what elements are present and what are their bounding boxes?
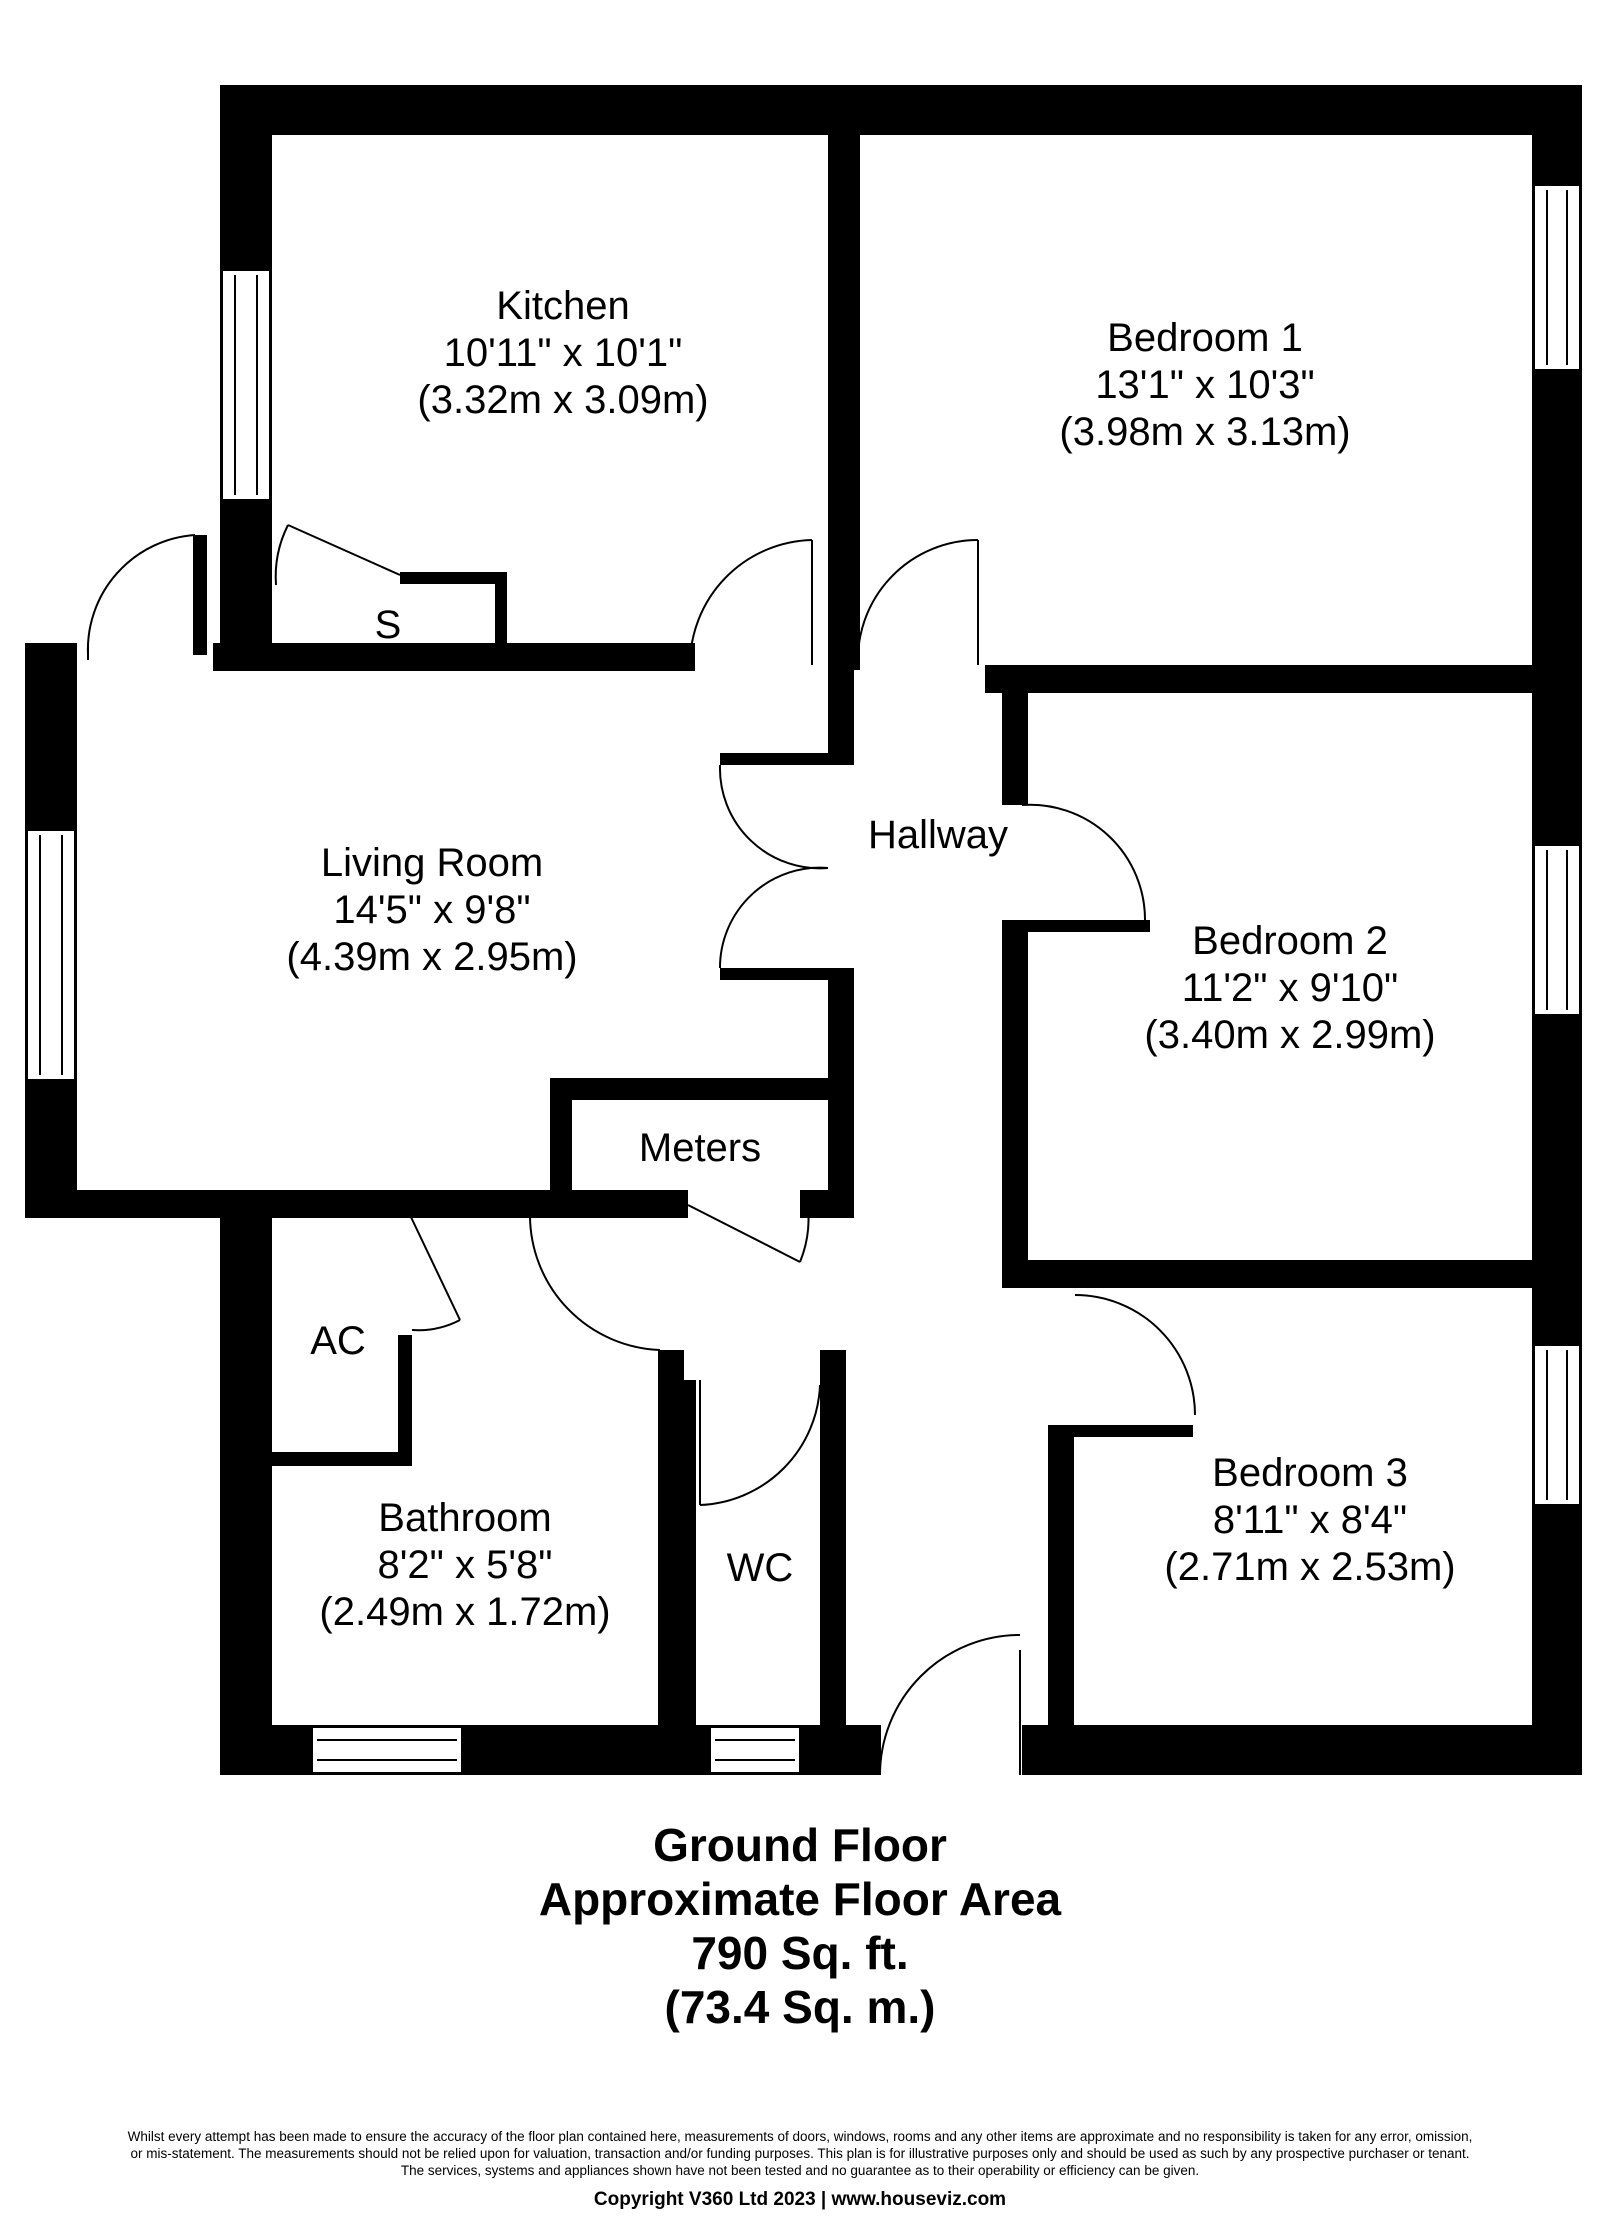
room-label-ac: AC [310,1318,366,1365]
door-store-swing [274,524,289,586]
window-wc [709,1726,801,1774]
window-kitchen [221,269,271,501]
floor-plan [25,85,1582,1776]
room-name: Bedroom 1 [1107,316,1303,360]
room-label-hallway: Hallway [868,812,1008,859]
room-name: Bathroom [378,1496,552,1540]
room-label-living: Living Room 14'5" x 9'8" (4.39m x 2.95m) [286,840,577,981]
area-imperial: 790 Sq. ft. [691,1927,909,1979]
room-name: S [374,603,402,647]
wall-bed3-left [1048,1425,1074,1725]
room-label-kitchen: Kitchen 10'11" x 10'1" (3.32m x 3.09m) [417,283,708,424]
wall-bed1-bottom [985,665,1582,693]
room-label-wc: WC [727,1545,794,1592]
door-bed2-swing [1021,803,1147,921]
wall-wc-right [820,1350,846,1730]
room-label-bedroom3: Bedroom 3 8'11" x 8'4" (2.71m x 2.53m) [1164,1450,1455,1591]
wall-top [220,85,1582,135]
room-size-imperial: 14'5" x 9'8" [333,888,531,932]
wall-bed3-stub [1048,1425,1193,1437]
wall-store-top [400,572,507,584]
wall-bed2-bottom [1002,1260,1582,1288]
disclaimer-line: or mis-statement. The measurements shoul… [130,2146,1470,2161]
window-living [26,829,76,1081]
wall-bed2-stub [1022,920,1150,932]
door-living-upper-swing [718,764,829,870]
door-meters-leaf [687,1204,801,1263]
door-entrance-swing [86,534,196,656]
floor-name: Ground Floor [653,1819,947,1871]
room-name: Living Room [320,841,544,885]
room-label-store: S [375,602,402,649]
disclaimer: Whilst every attempt has been made to en… [10,2128,1590,2179]
door-living-lower-swing [718,866,829,969]
room-label-meters: Meters [639,1125,761,1172]
room-name: Bedroom 2 [1192,919,1388,963]
walls [25,85,1582,1775]
wall-meters-outer [550,1078,854,1100]
windows [26,184,1581,1774]
wall-bed2-left-lower [1002,920,1028,1270]
door-kitchen-swing [689,539,813,666]
wall-bottom-right [1022,1725,1582,1775]
door-meters-swing [799,1194,810,1263]
area-metric: (73.4 Sq. m.) [664,1981,936,2033]
wall-bath-right [658,1350,684,1730]
disclaimer-line: Whilst every attempt has been made to en… [127,2129,1473,2144]
room-size-metric: (4.39m x 2.95m) [286,935,578,979]
wall-ac-bottom [272,1452,412,1466]
room-size-metric: (3.40m x 2.99m) [1144,1013,1436,1057]
door-store-leaf [287,524,401,576]
wall-hall-notch-top [828,665,854,765]
room-size-metric: (2.71m x 2.53m) [1164,1545,1456,1589]
wall-bed2-left [1002,665,1028,805]
wall-meters-bottom-l [530,1190,688,1218]
room-size-metric: (3.32m x 3.09m) [417,378,709,422]
window-bed1 [1533,184,1581,371]
floor-caption: Ground Floor Approximate Floor Area 790 … [0,1818,1600,2034]
room-name: Hallway [867,813,1009,857]
door-ac-swing [411,1319,461,1332]
wall-wc-stub [820,1350,846,1390]
disclaimer-line: The services, systems and appliances sho… [400,2163,1200,2178]
room-size-imperial: 8'11" x 8'4" [1212,1498,1408,1542]
wall-bath-left [220,1190,272,1775]
wall-living-bottom [25,1190,555,1218]
door-wc-swing [699,1384,821,1506]
room-size-imperial: 8'2" x 5'8" [377,1543,553,1587]
wall-meters-left [550,1078,572,1198]
window-bed3 [1533,1344,1581,1506]
door-ac-leaf [409,1214,461,1321]
copyright: Copyright V360 Ltd 2023 | www.houseviz.c… [593,2189,1007,2210]
room-size-metric: (2.49m x 1.72m) [319,1590,611,1634]
wall-store-right [495,572,507,667]
wall-wc-left [684,1380,696,1725]
window-bed2 [1533,844,1581,1016]
door-front-swing [879,1634,1021,1776]
wall-hall-left-lower [828,968,854,1083]
room-name: Meters [638,1126,762,1170]
room-name: WC [726,1546,794,1590]
wall-hall-stub2 [720,968,854,980]
room-size-imperial: 10'11" x 10'1" [443,331,683,375]
room-label-bedroom2: Bedroom 2 11'2" x 9'10" (3.40m x 2.99m) [1144,918,1435,1059]
wall-bed1-left [848,135,860,670]
door-bed3-swing [1074,1294,1196,1416]
doors [86,524,1196,1776]
room-name: Kitchen [496,284,630,328]
wall-ac-right [398,1335,412,1465]
room-label-bedroom1: Bedroom 1 13'1" x 10'3" (3.98m x 3.13m) [1059,315,1350,456]
wall-kitchen-bottom [213,643,695,671]
room-size-imperial: 13'1" x 10'3" [1095,363,1315,407]
door-bed1-swing [856,538,979,666]
window-bathroom [311,1726,463,1774]
room-label-bathroom: Bathroom 8'2" x 5'8" (2.49m x 1.72m) [319,1495,610,1636]
wall-hall-stub1 [720,753,854,765]
room-name: Bedroom 3 [1212,1451,1408,1495]
room-size-metric: (3.98m x 3.13m) [1059,410,1351,454]
door-bath-swing [529,1214,661,1351]
room-name: AC [310,1319,366,1363]
room-size-imperial: 11'2" x 9'10" [1181,966,1399,1010]
area-label: Approximate Floor Area [538,1873,1062,1925]
